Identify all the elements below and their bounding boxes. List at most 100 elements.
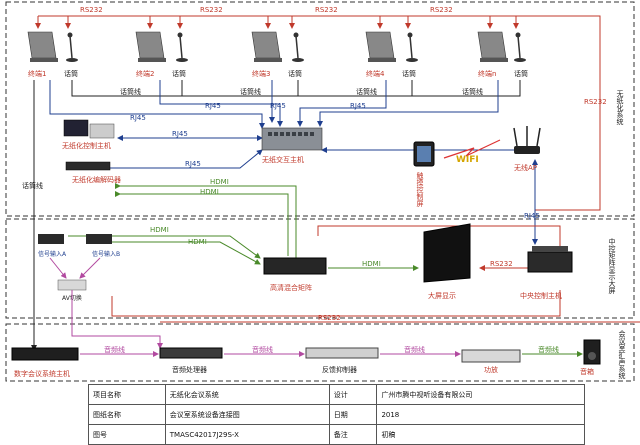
svg-text:RJ45: RJ45	[172, 130, 188, 138]
terminal-4[interactable]	[365, 31, 418, 62]
svg-text:话筒: 话筒	[64, 69, 78, 78]
svg-text:终端3: 终端3	[252, 69, 270, 78]
table-row: 图纸名称 会议室系统设备连接图 日期 2018	[88, 404, 585, 425]
svg-text:RJ45: RJ45	[350, 102, 366, 110]
zone-audio	[5, 323, 635, 382]
table-cell: 广州市腾中视听设备有限公司	[376, 384, 585, 405]
label-touch-pad: 触摸控制屏	[416, 171, 424, 208]
svg-text:音频线: 音频线	[538, 345, 559, 354]
svg-text:RS232: RS232	[584, 98, 607, 106]
svg-text:话筒: 话筒	[402, 69, 416, 78]
svg-text:话筒线: 话筒线	[22, 181, 43, 190]
controller-icon	[527, 251, 573, 273]
table-cell: 日期	[328, 404, 378, 425]
svg-text:HDMI: HDMI	[210, 178, 229, 186]
zone-central-control	[5, 218, 635, 319]
table-row: 图号 TMASC42017J29S-X 备注 初稿	[88, 424, 585, 445]
svg-text:HDMI: HDMI	[188, 238, 207, 246]
svg-text:终端1: 终端1	[28, 69, 46, 78]
svg-text:RS232: RS232	[315, 6, 338, 14]
svg-text:音频线: 音频线	[404, 345, 425, 354]
feedback-suppressor[interactable]	[305, 347, 379, 359]
speaker[interactable]	[583, 339, 601, 365]
svg-text:RS232: RS232	[318, 314, 341, 322]
laptop-icon	[365, 31, 395, 59]
label-conference-host: 数字会议系统主机	[14, 369, 70, 378]
svg-text:RS232: RS232	[430, 6, 453, 14]
rj45-lines	[49, 80, 538, 245]
lightning-icon	[443, 139, 501, 159]
table-cell: 备注	[328, 424, 378, 445]
svg-text:话筒: 话筒	[288, 69, 302, 78]
table-cell: 项目名称	[88, 384, 166, 405]
svg-text:音频线: 音频线	[104, 345, 125, 354]
svg-text:话筒线: 话筒线	[240, 87, 261, 96]
microphone-icon	[69, 35, 73, 59]
label-paperless-host: 无纸化控制主机	[62, 141, 111, 150]
svg-text:RJ45: RJ45	[130, 114, 146, 122]
svg-text:音频线: 音频线	[252, 345, 273, 354]
switch-device[interactable]	[261, 127, 323, 151]
amplifier[interactable]	[461, 349, 521, 363]
svg-text:HDMI: HDMI	[150, 226, 169, 234]
label-switch: 无纸交互主机	[262, 155, 304, 164]
label-speaker: 音箱	[580, 367, 594, 376]
svg-text:话筒: 话筒	[172, 69, 186, 78]
central-host[interactable]	[527, 246, 573, 273]
terminal-n[interactable]	[477, 31, 526, 62]
touch-pad[interactable]	[413, 141, 435, 167]
server-icon	[89, 123, 115, 139]
svg-text:RJ45: RJ45	[524, 212, 540, 220]
matrix-icon	[263, 257, 327, 275]
svg-text:RJ45: RJ45	[205, 102, 221, 110]
table-cell: 会议室系统设备连接图	[164, 404, 330, 425]
wifi-signal: WIFI	[443, 139, 501, 165]
zone-label-central: 中控矩阵显示大屏	[608, 237, 616, 295]
rack-unit-icon	[159, 347, 223, 359]
label-feedback-suppressor: 反馈抑制器	[322, 365, 357, 374]
terminal-3[interactable]	[251, 31, 304, 62]
signal-input-b[interactable]	[86, 234, 112, 244]
hdmi-lines	[68, 183, 419, 271]
terminal-1[interactable]	[27, 31, 78, 62]
label-paperless-decoder: 无纸化编解码器	[72, 175, 121, 184]
table-cell: 图纸名称	[88, 404, 166, 425]
laptop-icon	[135, 31, 165, 59]
svg-text:话筒线: 话筒线	[462, 87, 483, 96]
monitor-icon	[63, 119, 89, 137]
table-cell: 2018	[376, 404, 585, 425]
svg-text:终端n: 终端n	[478, 69, 496, 78]
svg-text:WIFI: WIFI	[456, 155, 479, 165]
big-screen[interactable]	[423, 223, 471, 283]
amplifier-icon	[461, 349, 521, 363]
table-row: 项目名称 无纸化会议系统 设计 广州市腾中视听设备有限公司	[88, 384, 585, 405]
terminal-2[interactable]	[135, 31, 188, 62]
device-icon	[38, 234, 64, 244]
svg-text:RS232: RS232	[200, 6, 223, 14]
table-cell: TMASC42017J29S-X	[164, 424, 330, 445]
hd-matrix[interactable]	[263, 257, 327, 275]
audio-processor[interactable]	[159, 347, 223, 359]
rs232-top-bus	[38, 15, 601, 211]
label-signal-b: 信号输入B	[92, 250, 120, 258]
rs232-mid-labels: RS232 RS232	[318, 260, 513, 322]
table-cell: 设计	[328, 384, 378, 405]
signal-input-a[interactable]	[38, 234, 64, 244]
paperless-host[interactable]	[63, 119, 115, 139]
svg-text:终端4: 终端4	[366, 69, 385, 78]
svg-text:RS232: RS232	[80, 6, 103, 14]
label-audio-processor: 音频处理器	[172, 365, 207, 374]
label-central-host: 中央控制主机	[520, 291, 562, 300]
rs232-mid-lines	[111, 225, 640, 323]
table-cell: 初稿	[376, 424, 585, 445]
wireless-ap[interactable]	[513, 126, 541, 154]
av-switch[interactable]	[57, 279, 87, 291]
mic-line-labels: 话筒线 话筒线 话筒线 话筒线 话筒线	[22, 87, 483, 190]
paperless-decoder[interactable]	[65, 161, 111, 171]
av-lines	[49, 257, 163, 349]
microphone-icon	[409, 35, 413, 59]
device-icon	[86, 234, 112, 244]
title-block-table: 项目名称 无纸化会议系统 设计 广州市腾中视听设备有限公司 图纸名称 会议室系统…	[88, 384, 585, 445]
conference-host[interactable]	[11, 347, 79, 361]
svg-text:HDMI: HDMI	[362, 260, 381, 268]
